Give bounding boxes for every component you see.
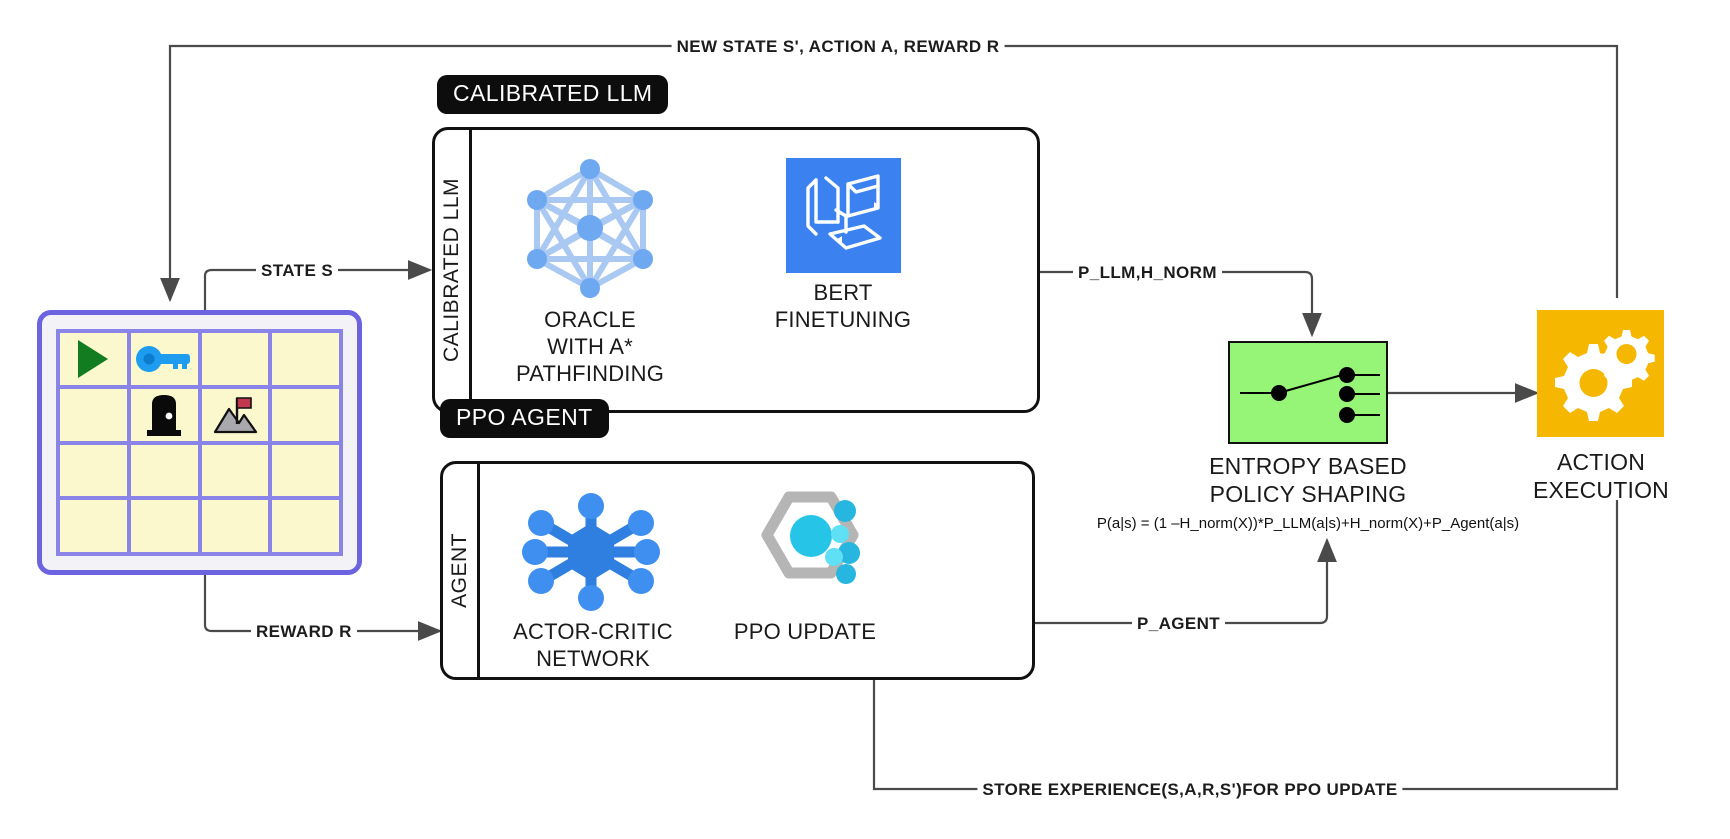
grid-cell-3-2[interactable] <box>201 500 269 552</box>
bert-icon-box <box>786 158 901 273</box>
oracle-network-icon <box>527 159 653 298</box>
grid-cell-0-3[interactable] <box>272 333 339 385</box>
grid-cell-3-1[interactable] <box>130 500 198 552</box>
ppo-agent-module: AGENT ACTOR-CRITIC NETWORK <box>440 461 1035 680</box>
edge-label-reward-r: REWARD R <box>251 622 357 642</box>
policy-shaping-caption: ENTROPY BASED POLICY SHAPING <box>1209 453 1407 508</box>
grid-cell-2-0[interactable] <box>60 444 127 497</box>
section-tag-calibrated-llm: CALIBRATED LLM <box>437 75 669 114</box>
edge-label-p-agent: P_AGENT <box>1132 614 1226 634</box>
bert-caption: BERT FINETUNING <box>774 280 912 332</box>
calibrated-llm-module: CALIBRATED LLM ORACLE WITH A* PATH <box>432 127 1040 413</box>
gridworld-panel[interactable] <box>37 310 362 575</box>
bert-cube-icon <box>806 174 882 250</box>
grid-cell-3-3[interactable] <box>272 500 339 552</box>
edge-label-store-experience: STORE EXPERIENCE(S,A,R,S')FOR PPO UPDATE <box>977 780 1403 800</box>
grid-cell-3-0[interactable] <box>60 500 127 552</box>
edge-label-state-s: STATE S <box>256 261 339 281</box>
actor-critic-caption: ACTOR-CRITIC NETWORK <box>513 619 673 671</box>
calibrated-llm-rail-divider <box>469 130 472 410</box>
grid-cell-1-3[interactable] <box>272 388 339 441</box>
grid-cell-0-1[interactable] <box>130 333 198 385</box>
switch-mux-icon <box>1240 367 1380 423</box>
gridworld-grid[interactable] <box>56 329 343 556</box>
grid-cell-0-2[interactable] <box>201 333 269 385</box>
edge-label-p-llm-hnorm: P_LLM,H_NORM <box>1073 263 1222 283</box>
actor-critic-network-icon <box>522 493 660 611</box>
grid-cell-1-2[interactable] <box>201 388 269 441</box>
calibrated-llm-rail-label: CALIBRATED LLM <box>440 178 463 362</box>
grid-cell-2-2[interactable] <box>201 444 269 497</box>
grid-cell-2-1[interactable] <box>130 444 198 497</box>
key-icon <box>136 345 191 372</box>
policy-shaping-box[interactable] <box>1228 341 1388 444</box>
agent-triangle-icon <box>78 339 109 378</box>
gears-icon <box>1555 330 1655 421</box>
edge-label-new-state: NEW STATE S', ACTION A, REWARD R <box>671 37 1005 57</box>
grid-cell-1-0[interactable] <box>60 388 127 441</box>
ppo-agent-rail-divider <box>477 464 480 677</box>
action-execution-caption: ACTION EXECUTION <box>1533 449 1669 504</box>
grid-cell-0-0[interactable] <box>60 333 127 385</box>
door-icon <box>147 395 182 437</box>
ppo-update-icon <box>761 491 860 584</box>
policy-shaping-formula: P(a|s) = (1 –H_norm(X))*P_LLM(a|s)+H_nor… <box>1096 515 1520 532</box>
grid-cell-2-3[interactable] <box>272 444 339 497</box>
grid-cell-1-1[interactable] <box>130 388 198 441</box>
section-tag-ppo-agent: PPO AGENT <box>440 399 609 438</box>
action-execution-box[interactable] <box>1537 310 1664 437</box>
goal-mountain-flag-icon <box>213 396 257 433</box>
ppo-update-caption: PPO UPDATE <box>733 619 877 644</box>
oracle-caption: ORACLE WITH A* PATHFINDING <box>515 307 665 386</box>
